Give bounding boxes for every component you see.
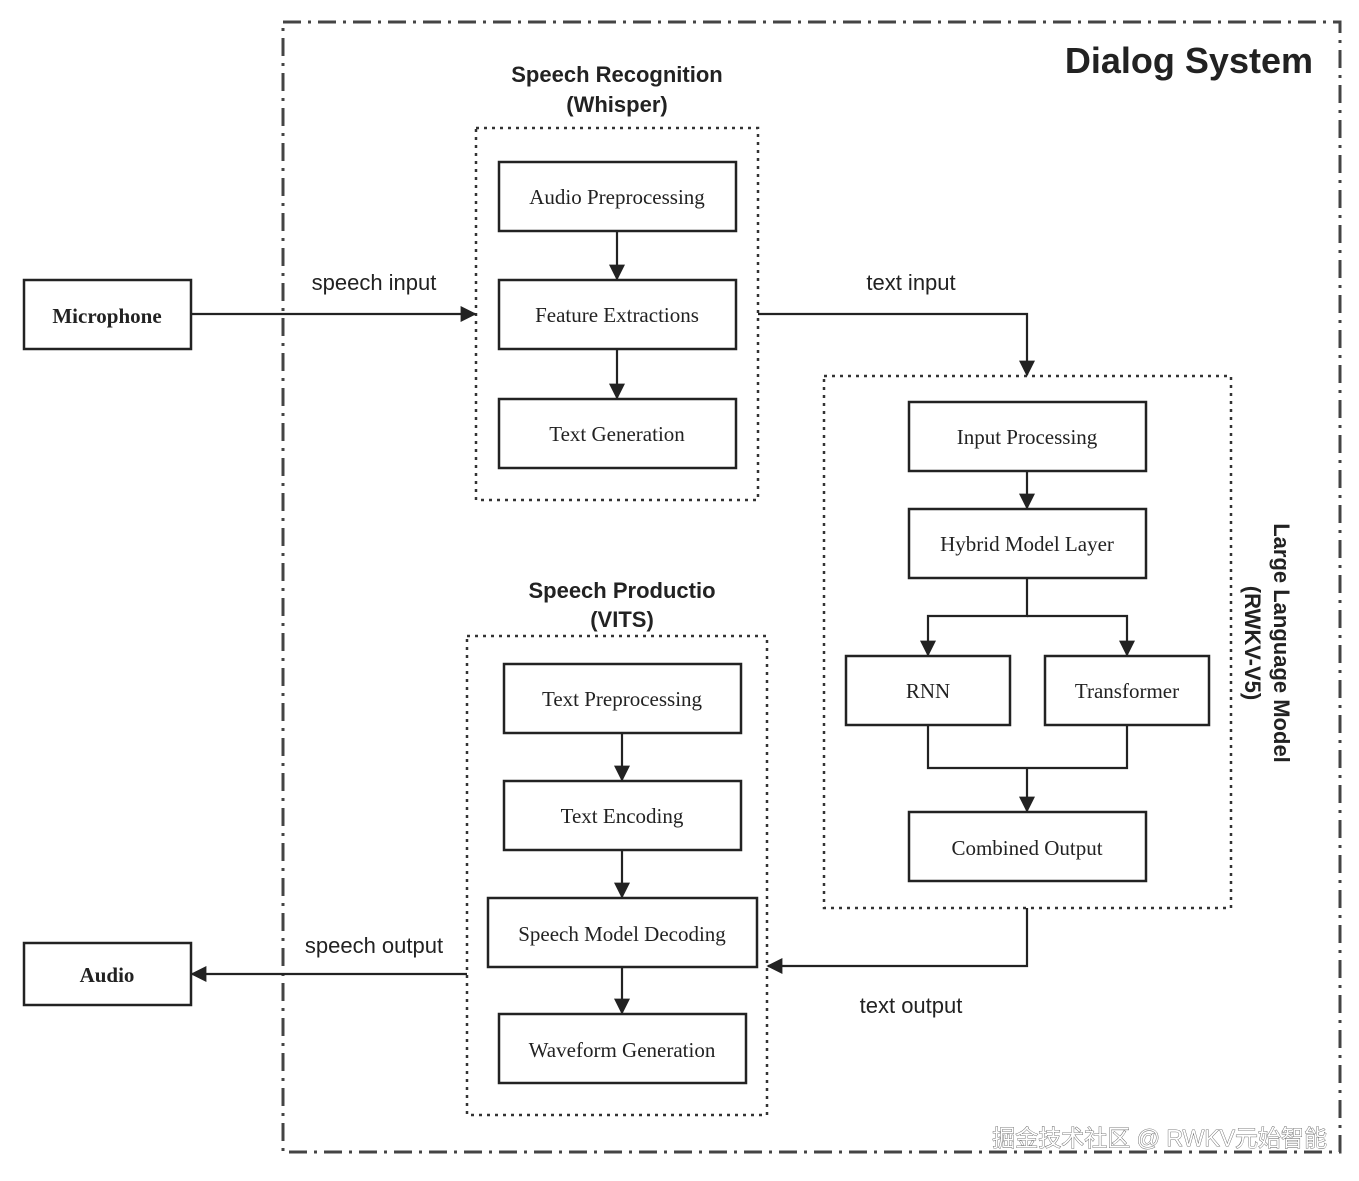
speech-production-group bbox=[465, 634, 769, 1117]
text-input-label: text input bbox=[866, 270, 955, 295]
transformer-node: Transformer bbox=[1043, 654, 1211, 727]
dialog-system-boundary bbox=[281, 20, 1342, 1154]
speech-model-decoding-node: Speech Model Decoding bbox=[486, 896, 759, 969]
speech-production-title: Speech Productio bbox=[528, 578, 715, 603]
combined-output-node: Combined Output bbox=[907, 810, 1148, 883]
speech-output-label: speech output bbox=[305, 933, 443, 958]
text-generation-label: Text Generation bbox=[549, 422, 685, 446]
merge-rnn-transformer bbox=[926, 725, 1129, 770]
input-processing-node: Input Processing bbox=[907, 400, 1148, 473]
speech-production-subtitle: (VITS) bbox=[590, 607, 654, 632]
microphone-node: Microphone bbox=[22, 278, 193, 351]
edge-text-input bbox=[758, 312, 1035, 377]
arrow-hybrid-to-transformer bbox=[1027, 614, 1135, 657]
text-encoding-label: Text Encoding bbox=[561, 804, 684, 828]
combined-output-label: Combined Output bbox=[951, 836, 1102, 860]
rnn-label: RNN bbox=[906, 679, 950, 703]
text-preprocessing-label: Text Preprocessing bbox=[542, 687, 703, 711]
text-preprocessing-node: Text Preprocessing bbox=[502, 662, 743, 735]
speech-model-decoding-label: Speech Model Decoding bbox=[518, 922, 726, 946]
hybrid-model-layer-node: Hybrid Model Layer bbox=[907, 507, 1148, 580]
dialog-system-title: Dialog System bbox=[1065, 40, 1313, 81]
audio-preprocessing-label: Audio Preprocessing bbox=[529, 185, 705, 209]
feature-extractions-node: Feature Extractions bbox=[497, 278, 738, 351]
audio-label: Audio bbox=[80, 963, 135, 987]
llm-subtitle: (RWKV-V5) bbox=[1240, 586, 1265, 701]
text-output-label: text output bbox=[860, 993, 963, 1018]
speech-recognition-subtitle: (Whisper) bbox=[566, 92, 667, 117]
audio-preprocessing-node: Audio Preprocessing bbox=[497, 160, 738, 233]
hybrid-model-layer-label: Hybrid Model Layer bbox=[940, 532, 1114, 556]
text-generation-node: Text Generation bbox=[497, 397, 738, 470]
input-processing-label: Input Processing bbox=[957, 425, 1098, 449]
rnn-node: RNN bbox=[844, 654, 1012, 727]
speech-recognition-title: Speech Recognition bbox=[511, 62, 722, 87]
speech-input-label: speech input bbox=[312, 270, 437, 295]
feature-extractions-label: Feature Extractions bbox=[535, 303, 699, 327]
waveform-generation-label: Waveform Generation bbox=[529, 1038, 716, 1062]
llm-group bbox=[822, 374, 1233, 910]
watermark-text: 掘金技术社区 @ RWKV元始智能 bbox=[992, 1125, 1327, 1151]
audio-node: Audio bbox=[22, 941, 193, 1007]
llm-title: Large Language Model bbox=[1269, 523, 1294, 763]
microphone-label: Microphone bbox=[52, 304, 161, 328]
transformer-label: Transformer bbox=[1075, 679, 1179, 703]
waveform-generation-node: Waveform Generation bbox=[497, 1012, 748, 1085]
arrow-hybrid-to-rnn bbox=[920, 578, 1029, 657]
edge-text-output bbox=[766, 908, 1029, 974]
text-encoding-node: Text Encoding bbox=[502, 779, 743, 852]
